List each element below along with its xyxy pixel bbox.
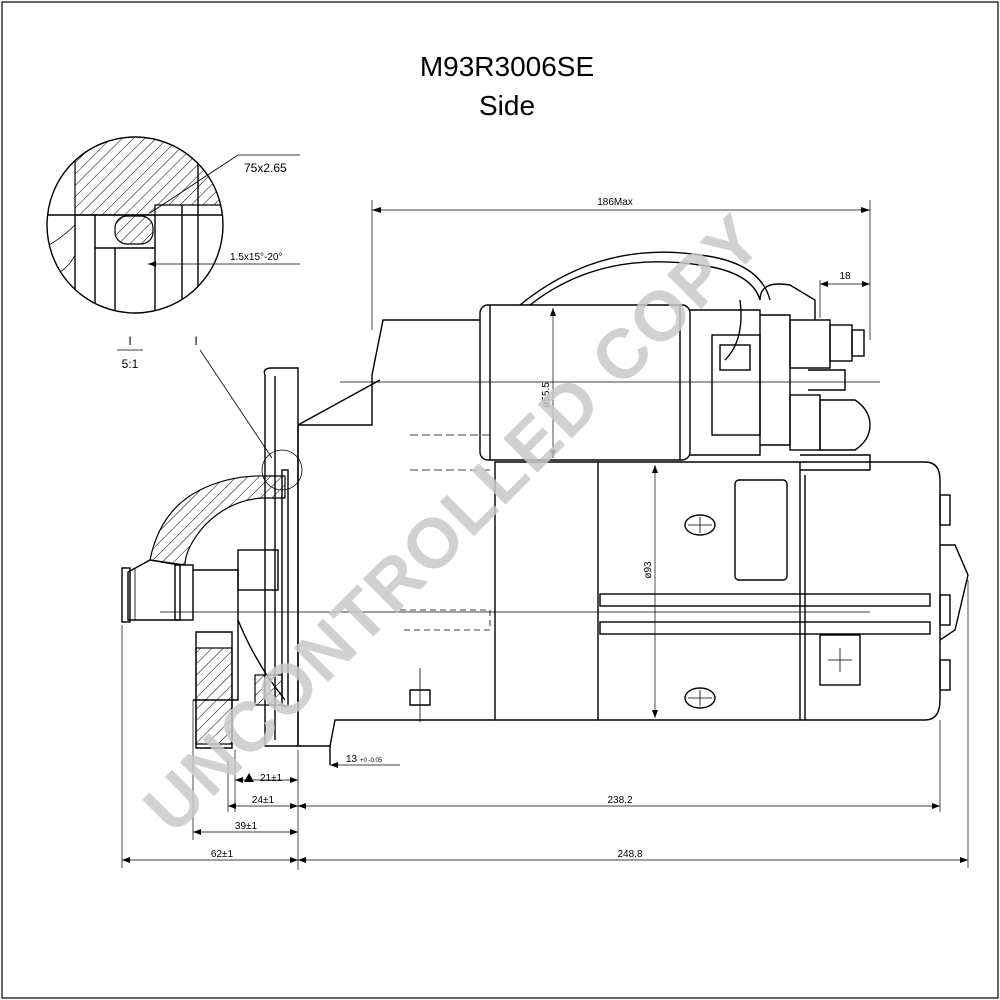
- dim-pilot: 13: [346, 754, 358, 765]
- dim-motor-diameter: ø93: [643, 561, 654, 579]
- detail-scale-bottom: 5:1: [122, 357, 139, 371]
- dim-248: 248.8: [617, 849, 642, 860]
- flange-oring: [281, 469, 289, 707]
- watermark: UNCONTROLLED COPY: [129, 199, 777, 847]
- oring-spec-label: 75x2.65: [244, 161, 287, 175]
- dim-62: 62±1: [211, 849, 234, 860]
- chamfer-spec-label: 1.5x15°-20°: [230, 252, 282, 263]
- dim-39: 39±1: [235, 821, 258, 832]
- dimension-lines: 186Max 18 ø55.5 ø93 13 +0 -0.05 21±1: [121, 197, 969, 870]
- part-number-title: M93R3006SE: [420, 51, 594, 82]
- solenoid-body: [479, 304, 691, 461]
- screw-head-upper: [684, 514, 716, 536]
- dim-terminal-offset: 18: [839, 271, 851, 282]
- detail-scale-top: I: [128, 334, 131, 348]
- dim-238: 238.2: [607, 795, 632, 806]
- dim-pilot-tolerance: +0 -0.05: [360, 758, 383, 764]
- detail-marker-label: I: [194, 334, 197, 348]
- screw-head-lower: [684, 687, 716, 709]
- starter-side-view: [121, 251, 969, 765]
- dim-solenoid-diameter: ø55.5: [541, 382, 552, 408]
- detail-view-i: 75x2.65 1.5x15°-20° I 5:1 I: [46, 136, 303, 491]
- dim-flange-to-pinion: 21±1: [260, 773, 283, 784]
- dim-overall-top: 186Max: [597, 197, 633, 208]
- oring-section: [114, 215, 154, 245]
- dim-24: 24±1: [252, 795, 275, 806]
- view-label: Side: [479, 90, 535, 121]
